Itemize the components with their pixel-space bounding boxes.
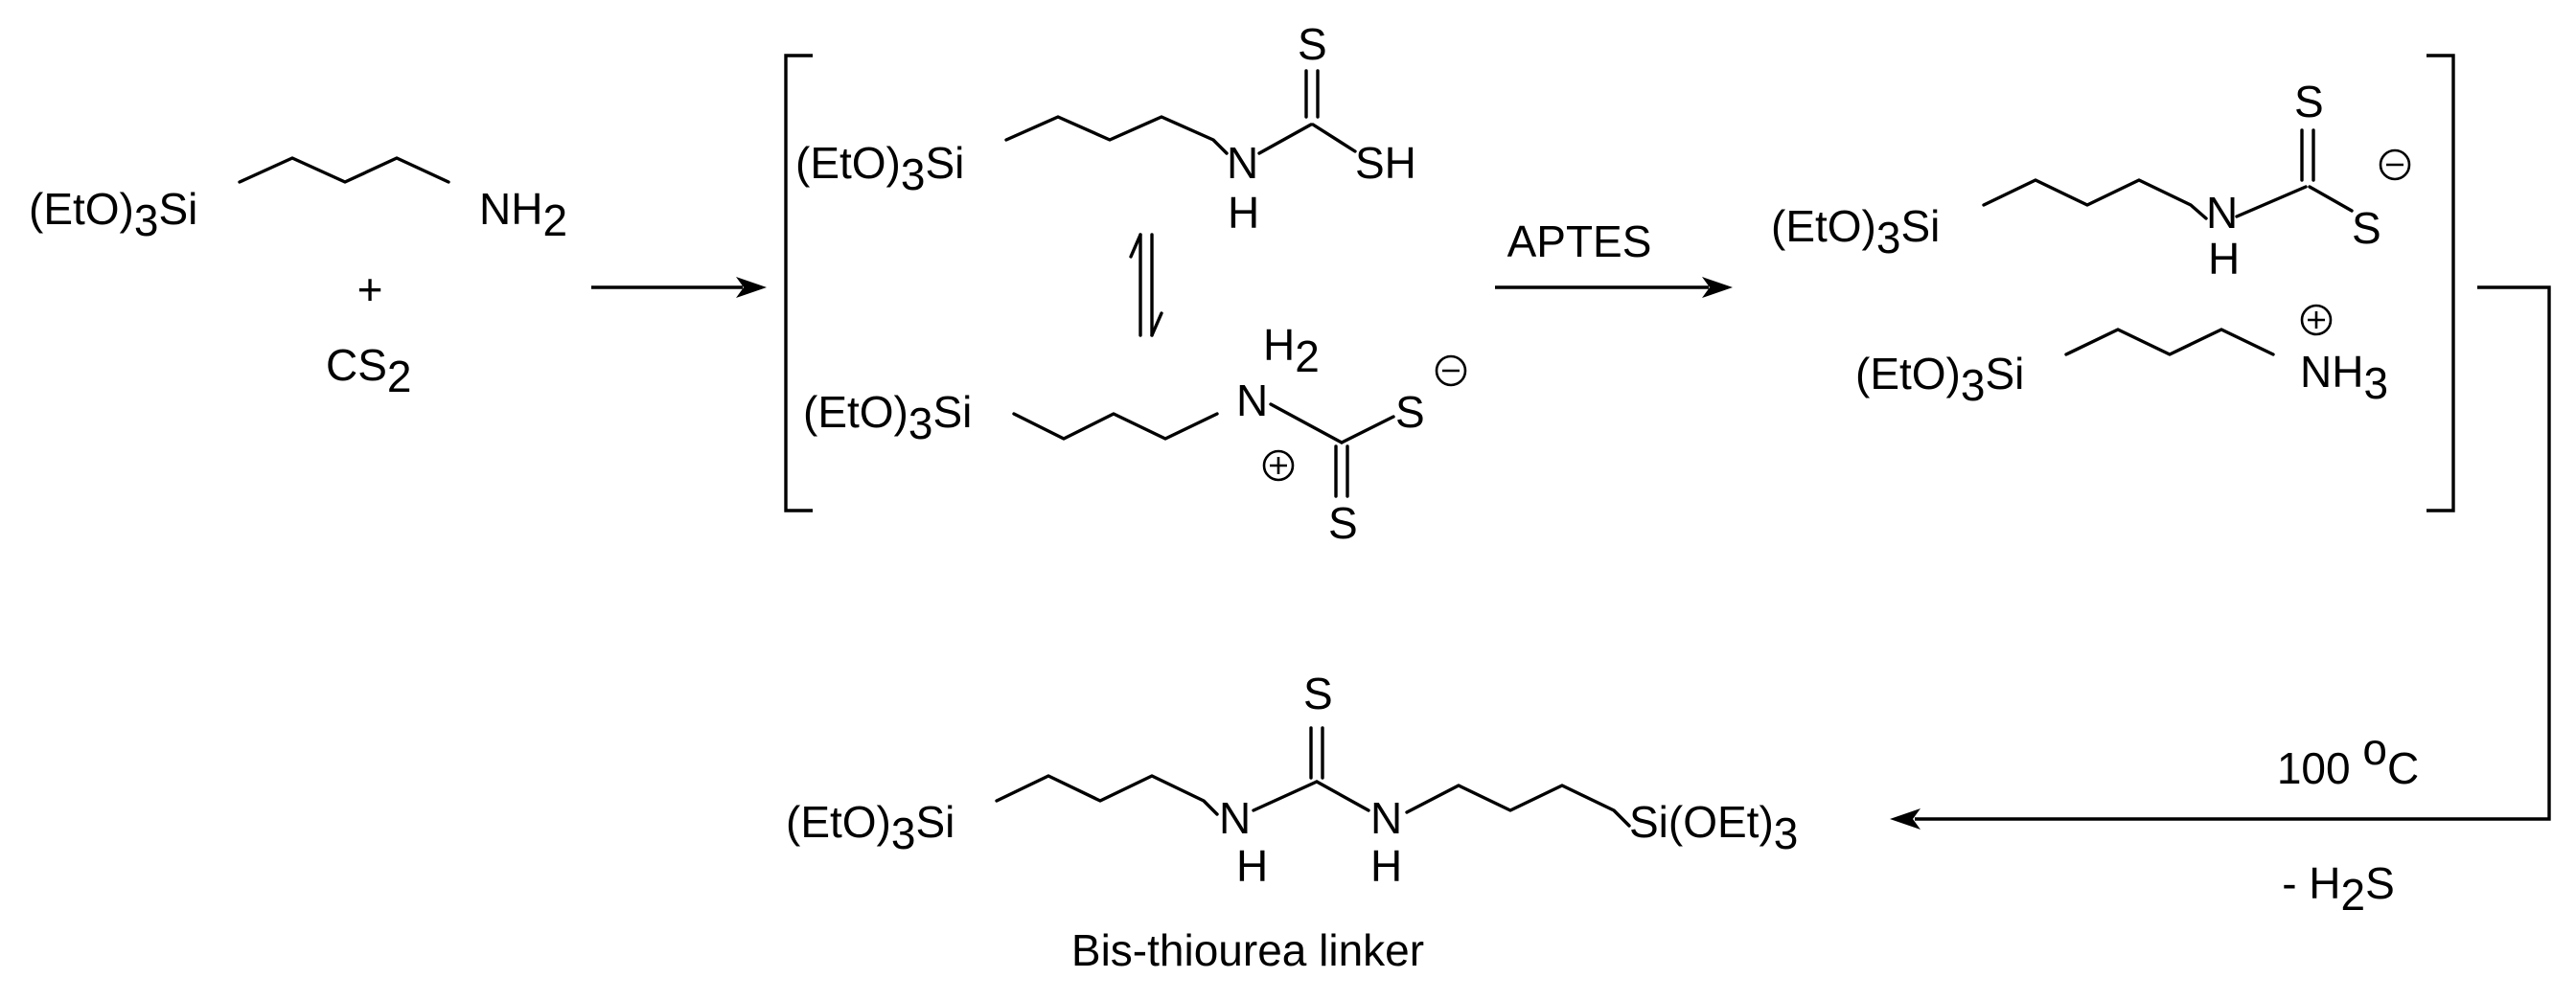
propyl-chain (1012, 412, 1219, 441)
sulfur-atom-top: S (2294, 77, 2324, 126)
c-n-bond-right (1315, 780, 1370, 812)
reaction-arrow-2: APTES (1495, 216, 1733, 298)
n-c-bond (1257, 123, 1313, 155)
nitrogen-atom: N (1227, 138, 1258, 188)
triethoxysilyl-group-left: (EtO)3Si (786, 797, 954, 858)
amine-group: NH2 (479, 184, 567, 245)
byproduct-label: - H2S (2282, 858, 2395, 920)
triethoxysilyl-group-right: Si(OEt)3 (1629, 797, 1798, 858)
propyl-chain-right (1405, 784, 1631, 828)
positive-charge-icon (2300, 304, 2333, 336)
positive-charge-icon (1262, 449, 1295, 482)
c-s-single-bond (2308, 185, 2354, 213)
equilibrium-arrows (1129, 233, 1163, 337)
triethoxysilyl-group: (EtO)3Si (1855, 349, 2024, 410)
c-s-single-bond (1340, 415, 1395, 444)
bis-thiourea-product: (EtO)3Si N H S N H Si(OEt)3 Bis-thiourea… (786, 669, 1798, 975)
reaction-arrow-1 (591, 277, 767, 298)
thiol-group: SH (1355, 138, 1416, 188)
triethoxysilyl-group: (EtO)3Si (803, 387, 972, 448)
propyl-chain (1982, 178, 2208, 220)
sulfur-atom-anion: S (2352, 203, 2381, 253)
propyl-chain (2064, 328, 2275, 356)
negative-charge-icon (1435, 354, 1467, 387)
sulfur-atom-top: S (1298, 19, 1327, 69)
bracket-left (784, 54, 813, 512)
sulfur-atom-bottom: S (1328, 498, 1358, 548)
hydrogen-atom: H (1228, 188, 1259, 238)
triethoxysilyl-group: (EtO)3Si (1771, 201, 1940, 262)
hydrogen-atom-right: H (1370, 841, 1402, 891)
propyl-chain-left (995, 774, 1219, 816)
plus-sign: + (357, 264, 383, 314)
reagent-label: APTES (1507, 216, 1652, 266)
bracket-right (2426, 54, 2455, 512)
propyl-chain (1004, 115, 1229, 155)
c-s-single-bond (1311, 123, 1357, 153)
dithiocarbamic-acid: (EtO)3Si N H S SH (795, 19, 1416, 238)
carbon-disulfide: CS2 (326, 340, 412, 401)
temperature-label: 100 oC (2277, 724, 2419, 793)
n-c-bond (1269, 402, 1344, 444)
nitrogen-atom: N (1236, 375, 1268, 425)
reaction-arrow-3: 100 oC - H2S (1890, 285, 2551, 920)
negative-charge-icon (2379, 148, 2411, 181)
sulfur-atom-top: S (1303, 669, 1333, 718)
ammonium-hydrogens: H2 (1263, 320, 1320, 381)
nitrogen-atom-left: N (1219, 793, 1251, 843)
propyl-chain (238, 156, 450, 184)
triethoxysilyl-group: (EtO)3Si (29, 184, 197, 245)
reactant-aptes: (EtO)3Si NH2 (29, 156, 567, 245)
dithiocarbamate-anion: (EtO)3Si N H S S (1771, 77, 2411, 284)
hydrogen-atom-left: H (1236, 841, 1268, 891)
triethoxysilyl-group: (EtO)3Si (795, 138, 964, 199)
n-c-bond-left (1252, 780, 1319, 812)
hydrogen-atom: H (2208, 234, 2240, 284)
nitrogen-atom-right: N (1370, 793, 1402, 843)
product-caption: Bis-thiourea linker (1071, 925, 1424, 975)
ammonium-cation: (EtO)3Si NH3 (1855, 304, 2388, 410)
zwitterion: (EtO)3Si H2 N S S (803, 320, 1467, 548)
ammonium-group: NH3 (2300, 347, 2388, 408)
nitrogen-atom: N (2206, 188, 2238, 238)
n-c-bond (2235, 185, 2308, 218)
sulfur-atom-anion: S (1395, 387, 1425, 437)
